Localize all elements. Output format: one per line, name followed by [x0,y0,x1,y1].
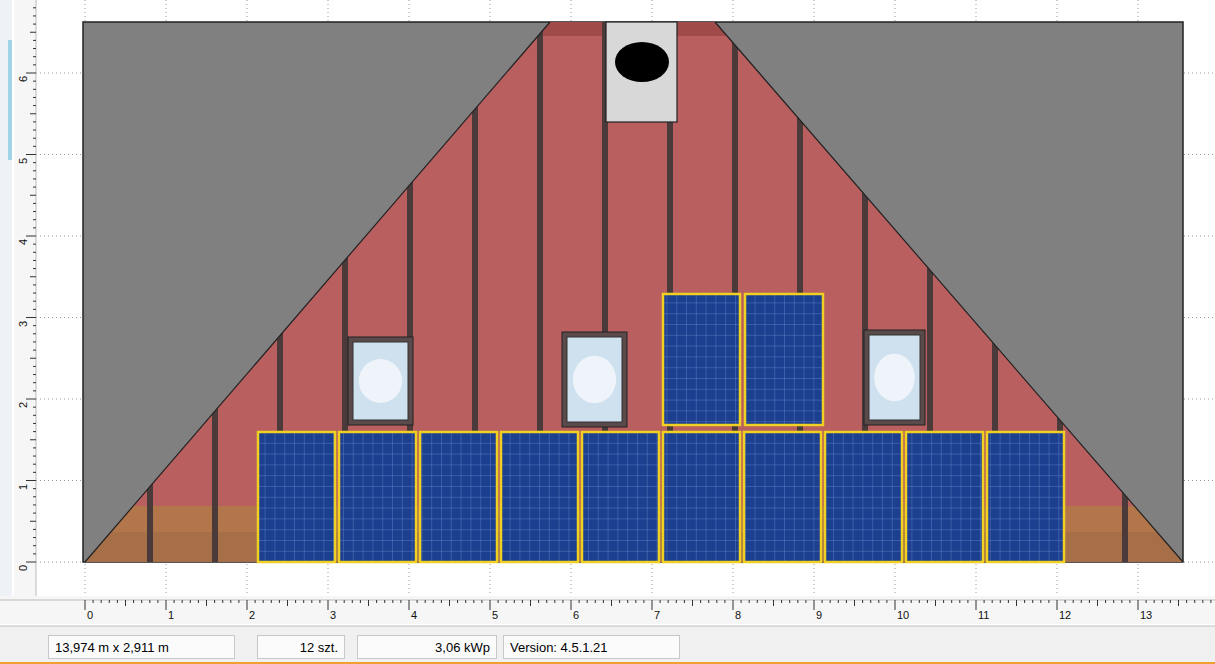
ruler-number: 0 [17,565,29,571]
ruler-number: 12 [1059,609,1071,621]
status-field: Version: 4.5.1.21 [503,635,680,659]
ruler-number: 6 [573,609,579,621]
pv-panel [339,432,416,562]
background-panel [83,22,1183,562]
roof-window [562,332,627,427]
pv-panel [906,432,983,562]
ruler-number: 5 [17,157,29,163]
status-field: 3,06 kWp [357,635,497,659]
ruler-number: 3 [17,320,29,326]
ruler-number: 2 [249,609,255,621]
roof-window [348,337,413,425]
chimney [606,22,677,122]
pv-panel [744,432,821,562]
ruler-number: 13 [1140,609,1152,621]
status-text: 12 szt. [294,640,344,655]
pv-panel [745,294,823,425]
ruler-number: 5 [492,609,498,621]
pv-panel [501,432,578,562]
ruler-number: 1 [168,609,174,621]
ruler-number: 10 [897,609,909,621]
ruler-number: 4 [411,609,417,621]
ruler-number: 1 [17,483,29,489]
pv-panel [987,432,1064,562]
pv-panel [825,432,902,562]
status-text: Version: 4.5.1.21 [504,640,614,655]
status-field: 13,974 m x 2,911 m [48,635,235,659]
status-text: 13,974 m x 2,911 m [49,640,175,655]
ruler-number: 8 [735,609,741,621]
status-text: 3,06 kWp [429,640,496,655]
ruler-number: 2 [17,402,29,408]
pv-panel [258,432,335,562]
pv-panel [420,432,497,562]
ruler-number: 6 [17,76,29,82]
roof-surface [85,22,1183,562]
roof-window [864,330,925,425]
pv-panel [582,432,659,562]
ruler-number: 4 [17,239,29,245]
ruler-number: 11 [978,609,989,621]
status-field: 12 szt. [257,635,345,659]
pv-panel [663,432,740,562]
pv-panel [663,294,740,425]
ruler-number: 9 [816,609,822,621]
ruler-number: 0 [87,609,93,621]
ruler-number: 7 [654,609,660,621]
chimney-opening [615,42,669,82]
ruler-number: 3 [330,609,336,621]
